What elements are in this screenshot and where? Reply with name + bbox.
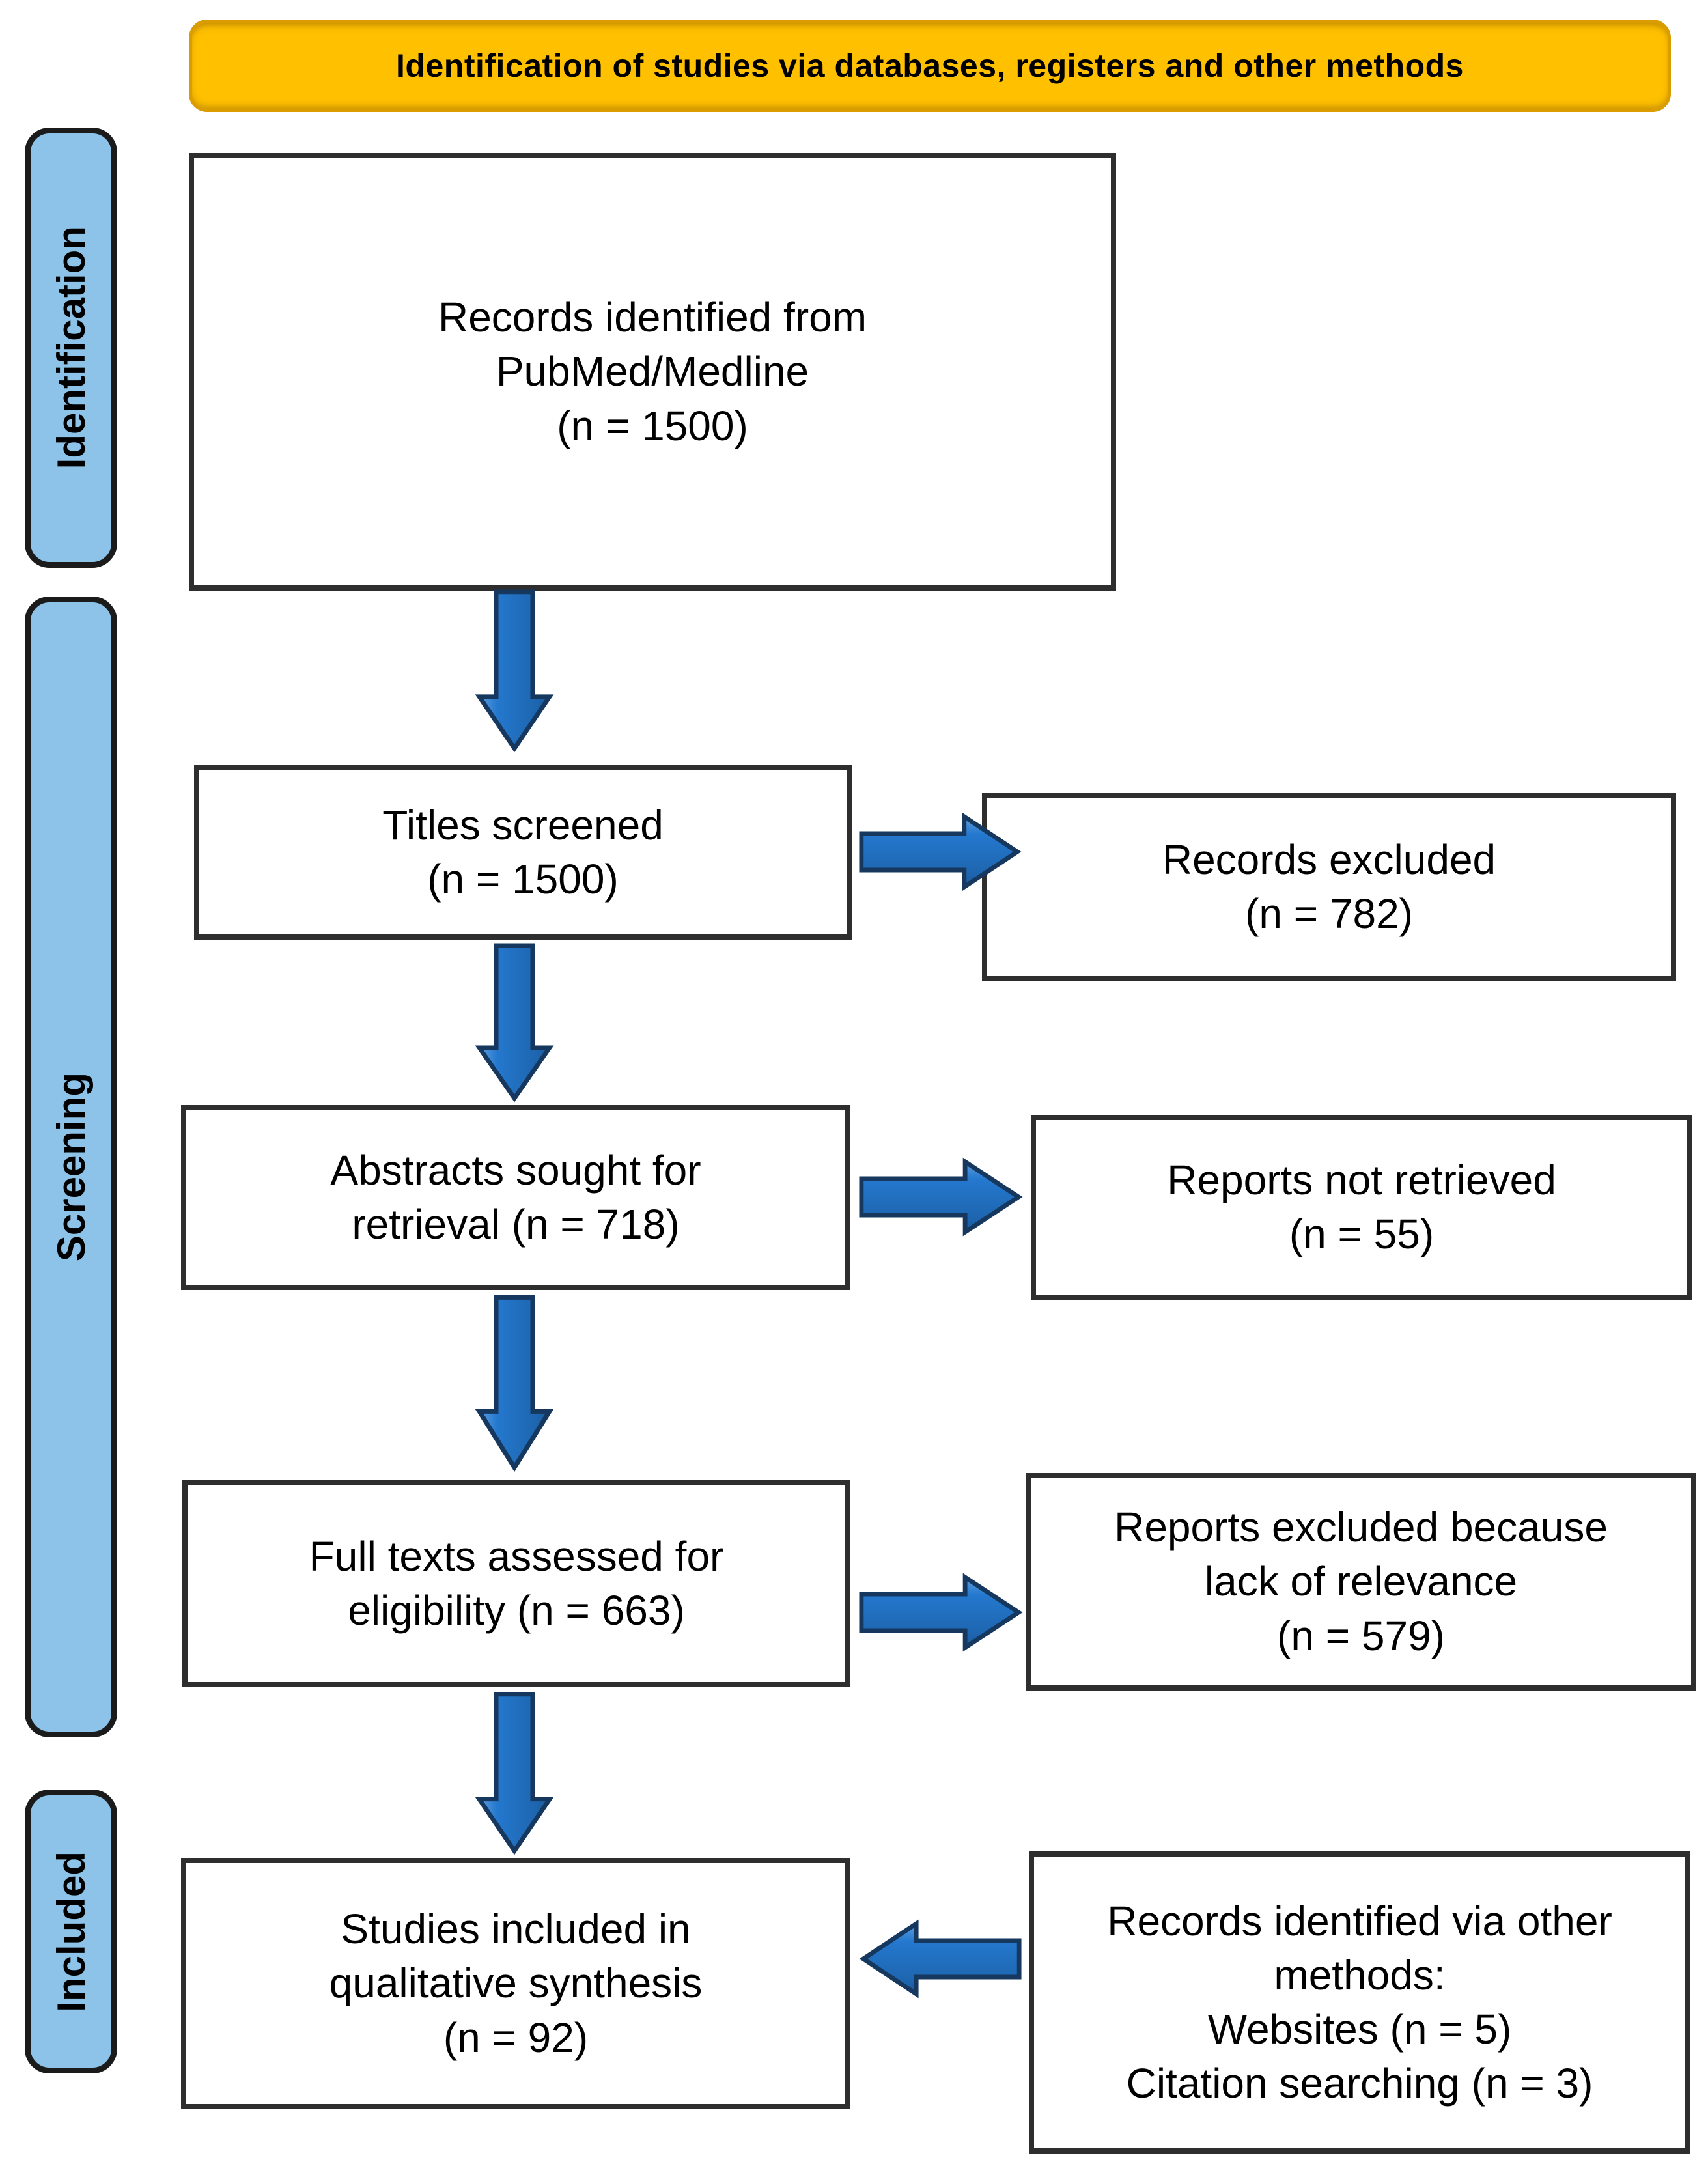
stage-text: Included: [49, 1851, 93, 2012]
down-arrow-icon-3: [475, 1295, 553, 1473]
box-line: Full texts assessed for: [309, 1532, 724, 1580]
box-line: Reports not retrieved: [1167, 1156, 1556, 1203]
box-line: Abstracts sought for: [330, 1146, 701, 1194]
box-line: Records identified from: [438, 294, 867, 341]
stage-label-identification: Identification: [25, 128, 117, 568]
left-arrow-icon-1: [858, 1920, 1022, 1998]
box-reports-not-retrieved: Reports not retrieved (n = 55): [1031, 1115, 1692, 1300]
box-line: Citation searching (n = 3): [1126, 2060, 1593, 2107]
box-line: Records excluded: [1162, 836, 1496, 883]
box-line: eligibility (n = 663): [348, 1587, 685, 1634]
box-line: (n = 55): [1289, 1211, 1435, 1257]
box-line: Websites (n = 5): [1207, 2006, 1512, 2053]
box-full-texts-assessed: Full texts assessed for eligibility (n =…: [182, 1480, 850, 1687]
box-line: (n = 92): [443, 2014, 589, 2061]
right-arrow-icon-1: [858, 813, 1022, 891]
box-line: Studies included in: [341, 1905, 691, 1953]
box-line: retrieval (n = 718): [352, 1201, 680, 1248]
box-line: PubMed/Medline: [496, 348, 809, 395]
box-studies-included: Studies included in qualitative synthesi…: [181, 1858, 850, 2109]
box-line: (n = 579): [1277, 1612, 1445, 1659]
box-line: qualitative synthesis: [329, 1959, 703, 2007]
right-arrow-icon-3: [858, 1573, 1024, 1651]
box-reports-excluded: Reports excluded because lack of relevan…: [1026, 1473, 1696, 1691]
box-records-excluded: Records excluded (n = 782): [982, 793, 1676, 981]
box-other-methods: Records identified via other methods: We…: [1029, 1851, 1690, 2154]
stage-label-screening: Screening: [25, 597, 117, 1737]
box-records-identified: Records identified from PubMed/Medline (…: [189, 153, 1116, 591]
box-abstracts-sought: Abstracts sought for retrieval (n = 718): [181, 1105, 850, 1290]
box-line: Records identified via other: [1107, 1897, 1612, 1945]
banner-title: Identification of studies via databases,…: [396, 48, 1464, 84]
box-line: Reports excluded because: [1114, 1504, 1608, 1551]
stage-text: Identification: [49, 226, 93, 470]
box-line: (n = 1500): [427, 856, 619, 903]
stage-text: Screening: [49, 1072, 93, 1262]
stage-label-included: Included: [25, 1790, 117, 2073]
banner-identification-methods: Identification of studies via databases,…: [189, 20, 1671, 112]
box-line: methods:: [1274, 1951, 1446, 1999]
box-line: Titles screened: [382, 801, 664, 849]
box-titles-screened: Titles screened (n = 1500): [194, 765, 852, 940]
down-arrow-icon-2: [475, 943, 553, 1103]
right-arrow-icon-2: [858, 1158, 1024, 1236]
down-arrow-icon-1: [475, 589, 553, 753]
box-line: (n = 782): [1245, 890, 1413, 937]
down-arrow-icon-4: [475, 1692, 553, 1856]
box-line: (n = 1500): [557, 402, 748, 449]
box-line: lack of relevance: [1204, 1558, 1518, 1605]
